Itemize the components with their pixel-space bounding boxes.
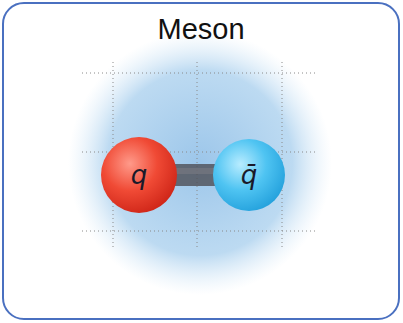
- grid-lines: [82, 62, 318, 250]
- field-cloud: [68, 31, 332, 295]
- title-text: Meson: [4, 13, 398, 46]
- quark-label: q: [131, 160, 148, 190]
- quark-ball: q: [101, 137, 177, 213]
- meson-box: Meson q q̄: [2, 2, 400, 320]
- quark-label: q̄: [241, 160, 258, 190]
- antiquark-ball: q̄: [213, 139, 285, 211]
- gluon-bond: [173, 171, 217, 175]
